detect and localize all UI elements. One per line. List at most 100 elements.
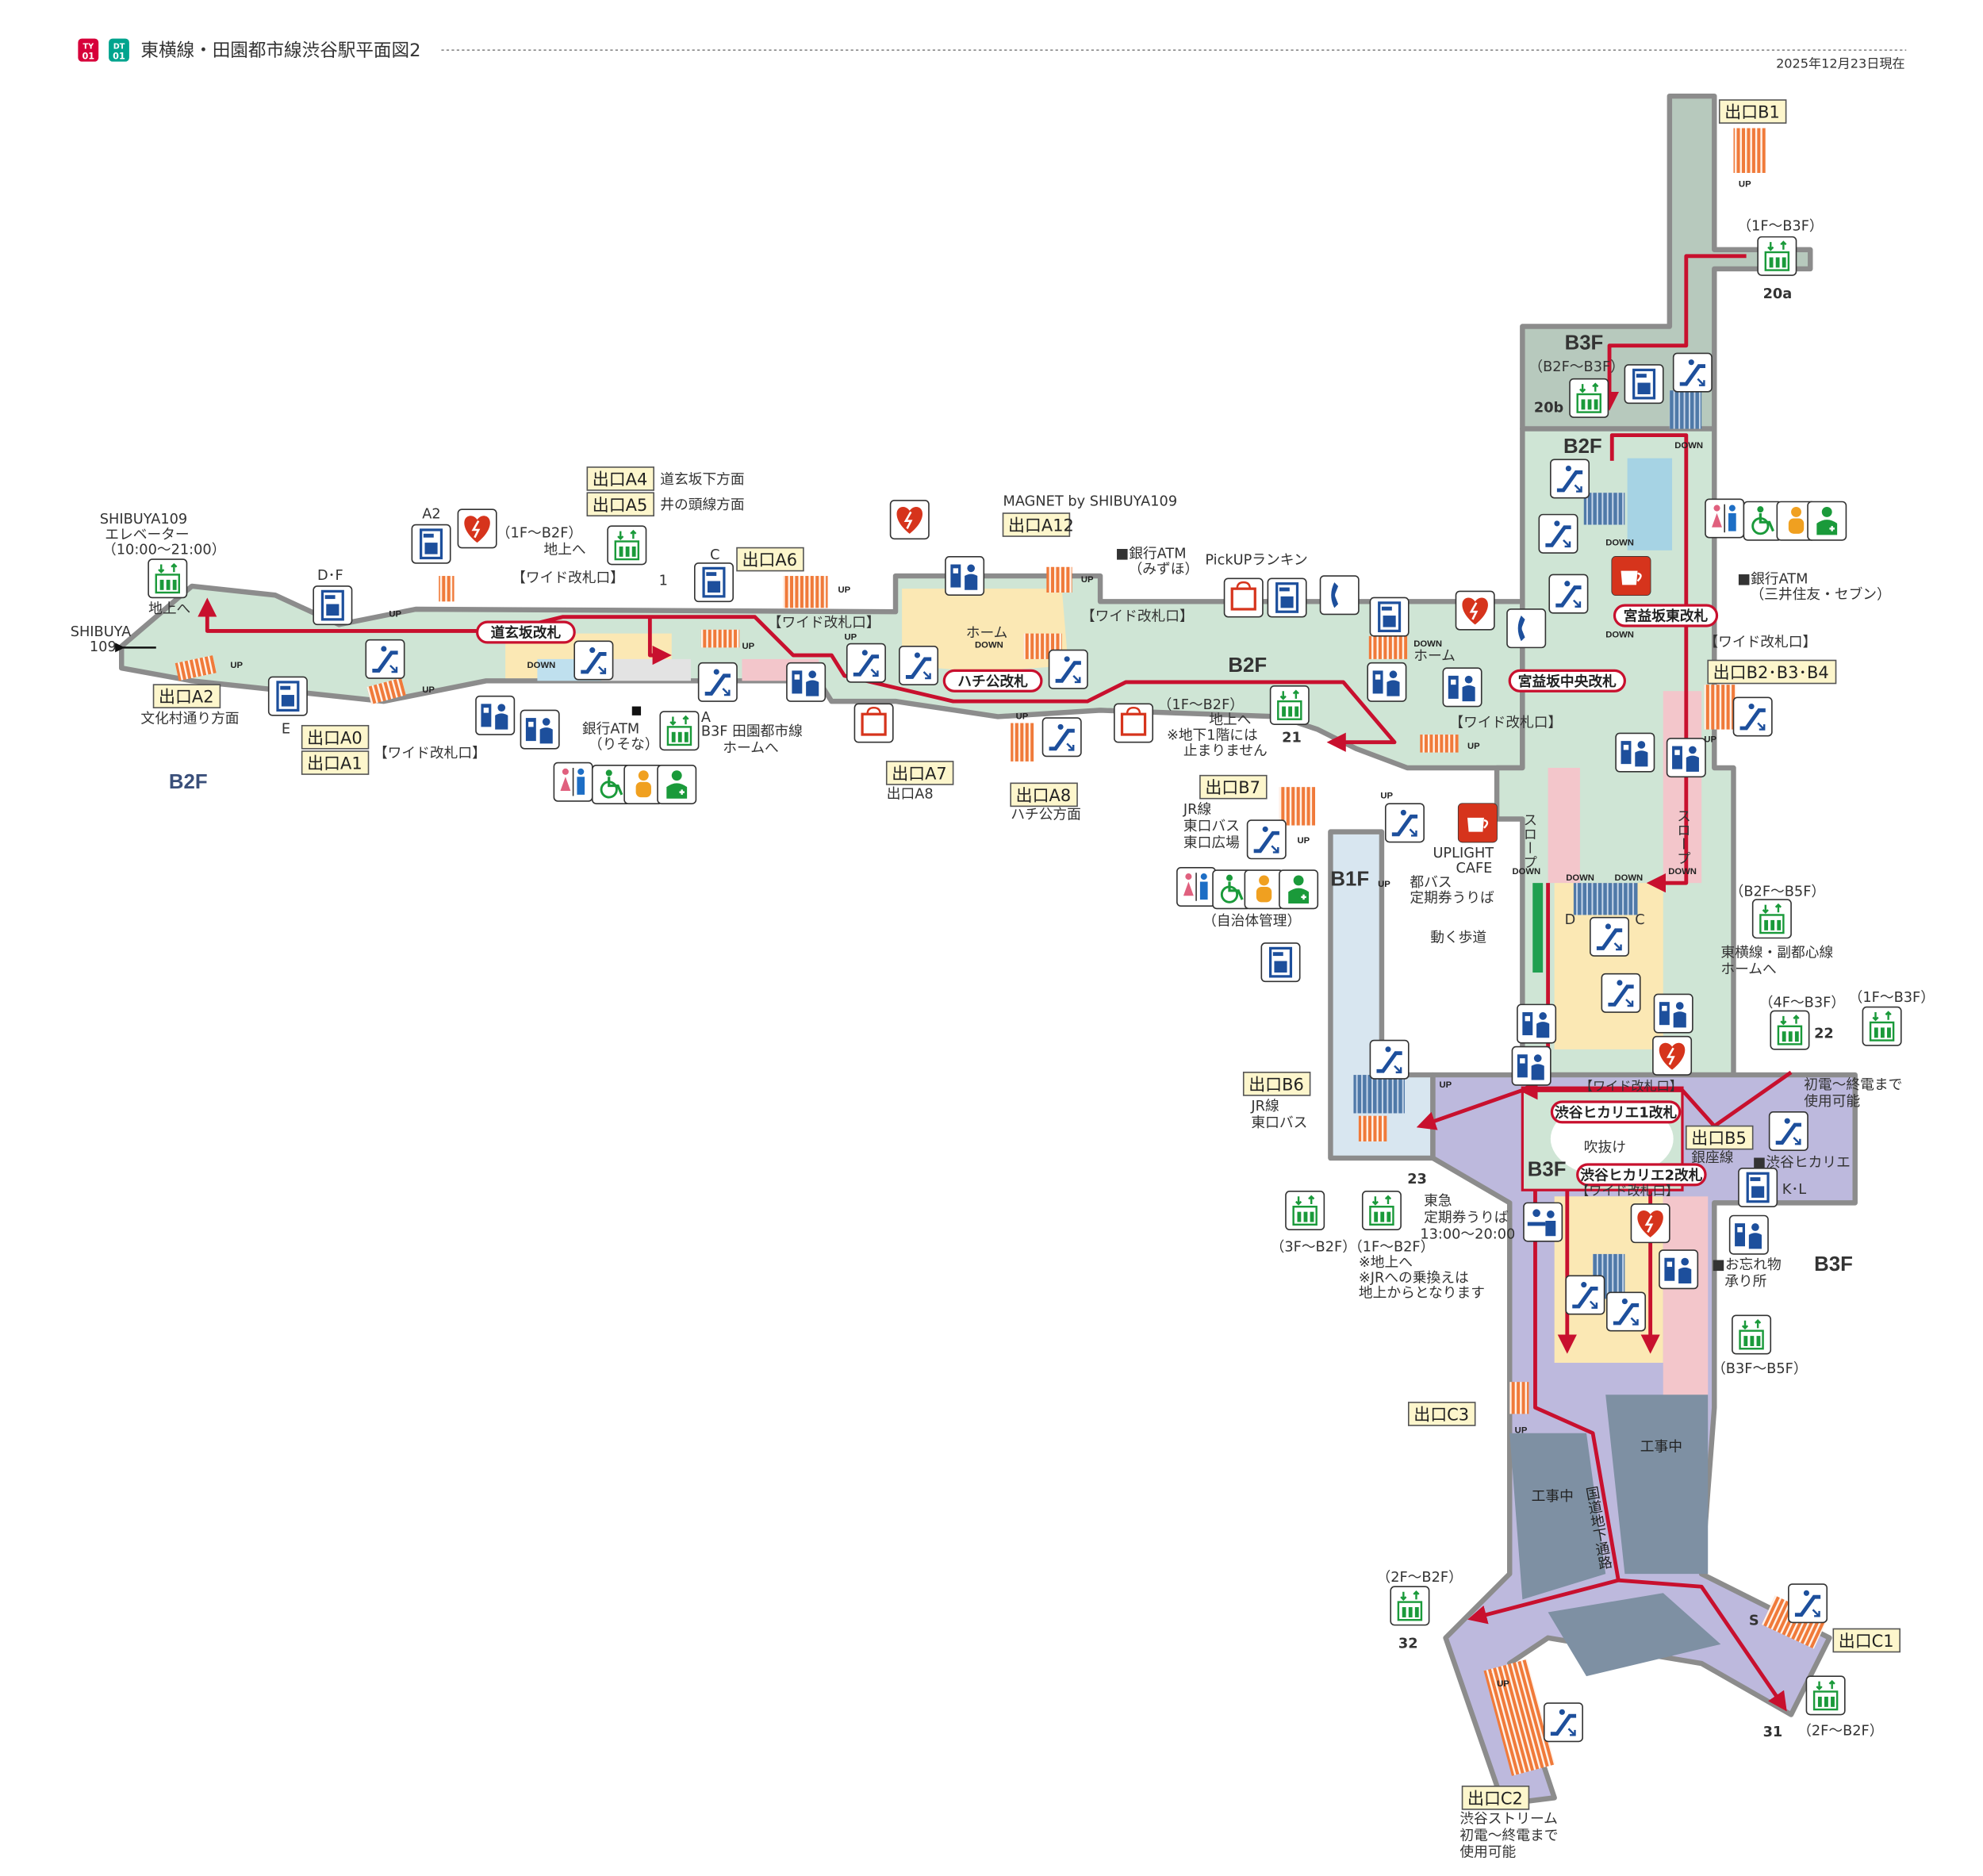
first-last-train-note: 初電～終電まで [1804, 1076, 1902, 1093]
marker-c-east: C [1635, 912, 1644, 928]
gate-label: 宮益坂中央改札 [1518, 673, 1617, 690]
floor-label: B3F [1565, 332, 1604, 355]
elevator-range: （4F～B3F） [1759, 996, 1845, 1011]
up-label: UP [838, 585, 850, 595]
exit-sign [152, 684, 221, 708]
up-label: UP [1515, 1426, 1528, 1436]
exit-sign [1199, 774, 1268, 800]
den-en-toshi-line-badge: DT 01 [109, 38, 129, 62]
exit-note: 銀座線 [1691, 1149, 1733, 1166]
marker-df: D･F [317, 568, 343, 584]
coin-locker-icon [411, 524, 451, 564]
escalator-b2f-down [1573, 883, 1638, 915]
elevator-range: （B3F～B5F） [1712, 1361, 1808, 1377]
elevator-number: 31 [1763, 1724, 1783, 1740]
escalator-icon [1788, 1583, 1828, 1624]
shibuya109-direction: SHIBUYA [71, 624, 132, 640]
marker-s: S [1749, 1613, 1759, 1629]
floor-label: B2F [1228, 654, 1267, 677]
elevator-range: （1F～B2F） [497, 526, 582, 542]
wide-gate-label: 【ワイド改札口】 [1580, 1078, 1682, 1093]
aed-icon [1652, 1035, 1693, 1076]
exit-sign [1002, 512, 1071, 537]
coin-locker-icon [1738, 1168, 1778, 1208]
exit-c3: 出口C3 [1407, 1402, 1476, 1426]
exit-label: 出口C3 [1413, 1406, 1469, 1425]
tokyu-pass-office: 定期券うりば [1424, 1210, 1509, 1226]
elevator-21-note: （1F～B2F） [1158, 697, 1244, 713]
badge-line: DT [113, 43, 125, 52]
elevator-number: 22 [1814, 1026, 1834, 1042]
uplight-cafe: UPLIGHT [1433, 846, 1494, 861]
marker-a: A [701, 710, 711, 726]
up-label: UP [389, 610, 401, 620]
route-segment [198, 597, 506, 633]
fare-adjustment-icon [945, 556, 985, 597]
up-label: UP [422, 685, 435, 695]
elevator-icon [1862, 1006, 1902, 1046]
atm-mizuho: ■銀行ATM [1115, 545, 1186, 562]
shop-icon [1114, 703, 1154, 743]
fare-adjustment-icon [1517, 1003, 1557, 1044]
toyoko-line-badge: TY 01 [78, 38, 99, 62]
gate-miyamasu-center: 宮益坂中央改札 [1508, 669, 1626, 692]
construction-area-2 [1605, 1395, 1709, 1575]
platform-label: ホーム [966, 625, 1008, 641]
floor-label: B2F [1563, 435, 1602, 458]
exit-sign [885, 761, 954, 785]
floor-label: B1F [1330, 868, 1369, 890]
exit-note: 東口広場 [1183, 834, 1240, 851]
down-label: DOWN [1512, 867, 1540, 877]
elevator-number: 32 [1398, 1636, 1418, 1652]
escalator-b6 [1353, 1075, 1405, 1114]
pickup-ranking-shop: PickUPランキン [1205, 553, 1307, 569]
elevator-21-note: 止まりません [1183, 742, 1268, 759]
tokyu-pass-hours: 13:00～20:00 [1420, 1227, 1515, 1243]
fare-adjustment-icon [786, 662, 827, 702]
moving-walkway [1532, 883, 1544, 973]
marker-e: E [282, 721, 290, 737]
down-label: DOWN [1668, 867, 1697, 877]
markers: A2 D･F C E 1 A D C 20a 20b 21 22 23 31 3… [282, 286, 1834, 1740]
restroom-icon [1705, 498, 1745, 539]
elevator-icon [607, 525, 647, 566]
coin-locker-icon [267, 676, 308, 716]
cafe-icon [1457, 803, 1498, 843]
badge-line: TY [82, 43, 94, 52]
floor-label: B3F [1528, 1159, 1567, 1181]
kl-label: K･L [1782, 1182, 1806, 1198]
atm-resona: 銀行ATM [582, 720, 639, 737]
exit-label: 出口A0 [307, 728, 362, 747]
stair-a6 [783, 576, 828, 608]
shibuya109-direction: 109 [90, 639, 117, 655]
cafe-icon [1611, 556, 1651, 597]
exit-a1: 出口A1 [301, 750, 370, 775]
exit-label: 出口B5 [1691, 1129, 1747, 1148]
wide-gate-label: 【ワイド改札口】 [1449, 714, 1562, 731]
stair-c2 [1483, 1659, 1555, 1776]
exit-note: 初電～終電まで [1459, 1828, 1558, 1844]
exit-c1: 出口C1 [1832, 1628, 1901, 1653]
stair-direction-labels: UP UP UP DOWN UP UP UP DOWN UP UP UP UP … [230, 180, 1751, 1689]
coin-locker-icon [1260, 942, 1301, 983]
fare-adjustment-icon [520, 709, 560, 750]
wheelchair-icon [1212, 869, 1252, 910]
paid-area-east-2 [1663, 691, 1702, 884]
wide-gate-label: 【ワイド改札口】 [1081, 608, 1194, 625]
first-last-train-note: 使用可能 [1804, 1093, 1860, 1110]
elevator-range: （1F～B3F） [1737, 219, 1823, 235]
stair-a12 [1046, 566, 1072, 593]
atrium-label: 吹抜け [1584, 1139, 1626, 1156]
elevator-icon [1751, 899, 1792, 939]
construction-area-3 [1548, 1593, 1721, 1677]
elevator-icon [1757, 236, 1797, 276]
paid-area-hikarie [1663, 1196, 1709, 1421]
elevator-icon [1269, 685, 1310, 725]
ostomate-icon [1807, 501, 1847, 541]
escalator-icon [1548, 574, 1589, 614]
fare-adjustment-icon [1367, 662, 1407, 702]
